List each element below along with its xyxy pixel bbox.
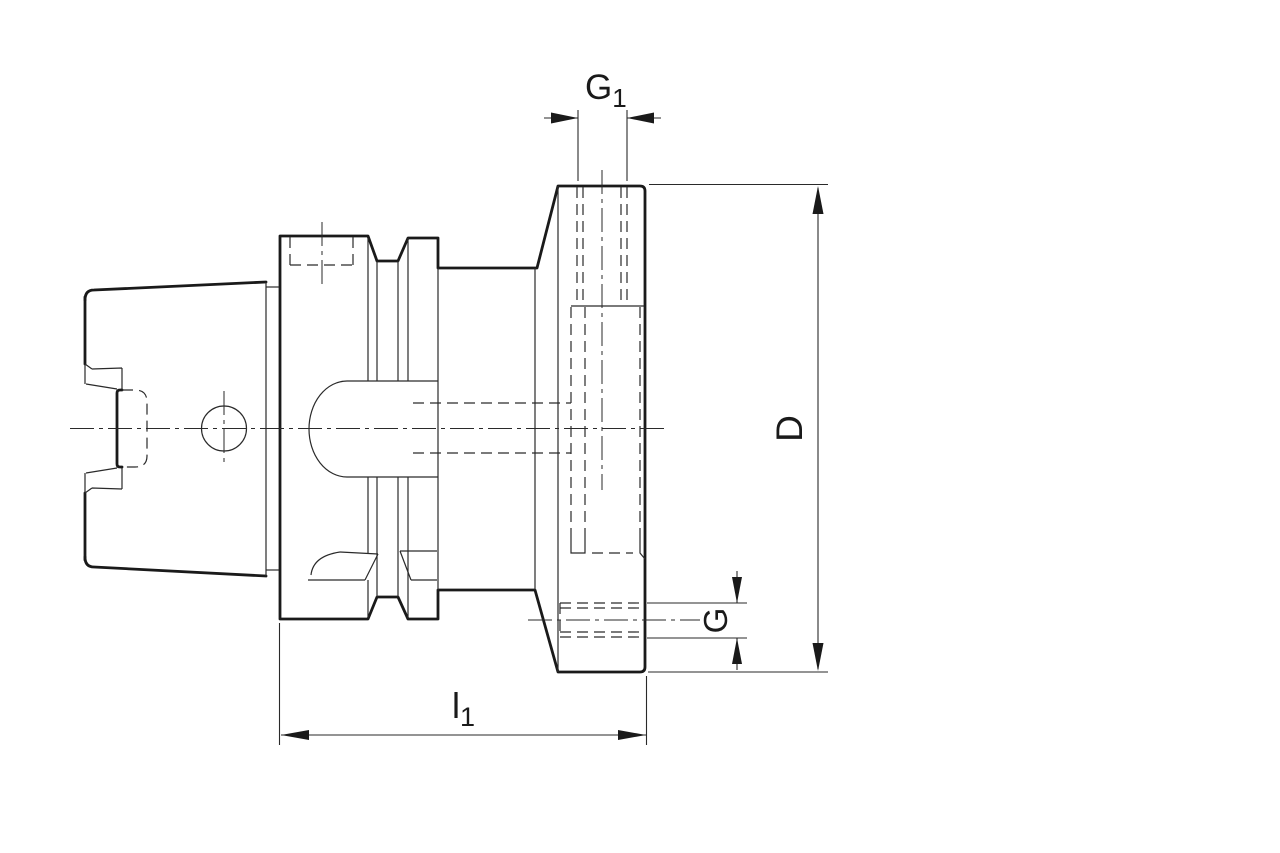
d-label: D (769, 415, 810, 442)
g-label: G (697, 608, 734, 634)
d-arrow-bottom (812, 643, 824, 671)
dimension-d: D (648, 183, 828, 673)
dimension-l1: l1 (278, 623, 648, 745)
hidden-cavity (570, 307, 646, 560)
bottom-wing-cuts (308, 550, 437, 581)
g1-arrow-right (627, 112, 654, 124)
g1-arrow-left (551, 112, 578, 124)
d-extension-lines (648, 183, 828, 673)
face-chamfer-top (84, 363, 123, 390)
g1-extension-lines (577, 110, 628, 181)
center-lines (70, 170, 700, 621)
shank-taper-bottom-edge (83, 555, 268, 578)
flange-v-groove (367, 238, 439, 618)
g-arrow-top (732, 577, 742, 603)
l1-extension-lines (278, 623, 648, 745)
hidden-thread-g1 (571, 187, 644, 307)
g-arrow-bottom (732, 638, 742, 664)
flange-screw-hole-hidden (289, 222, 354, 289)
shank-taper-top-edge (83, 280, 268, 302)
face-chamfer-bottom (84, 467, 123, 494)
flange-body-head-outline (278, 184, 647, 674)
g-extension-lines (647, 602, 747, 639)
g1-label: G1 (585, 68, 627, 113)
l1-arrow-right (618, 730, 646, 740)
dimension-g: G (647, 571, 747, 670)
l1-label: l1 (452, 685, 475, 732)
d-arrow-top (812, 186, 824, 214)
dimension-g1: G1 (544, 68, 661, 181)
l1-arrow-left (281, 730, 309, 740)
